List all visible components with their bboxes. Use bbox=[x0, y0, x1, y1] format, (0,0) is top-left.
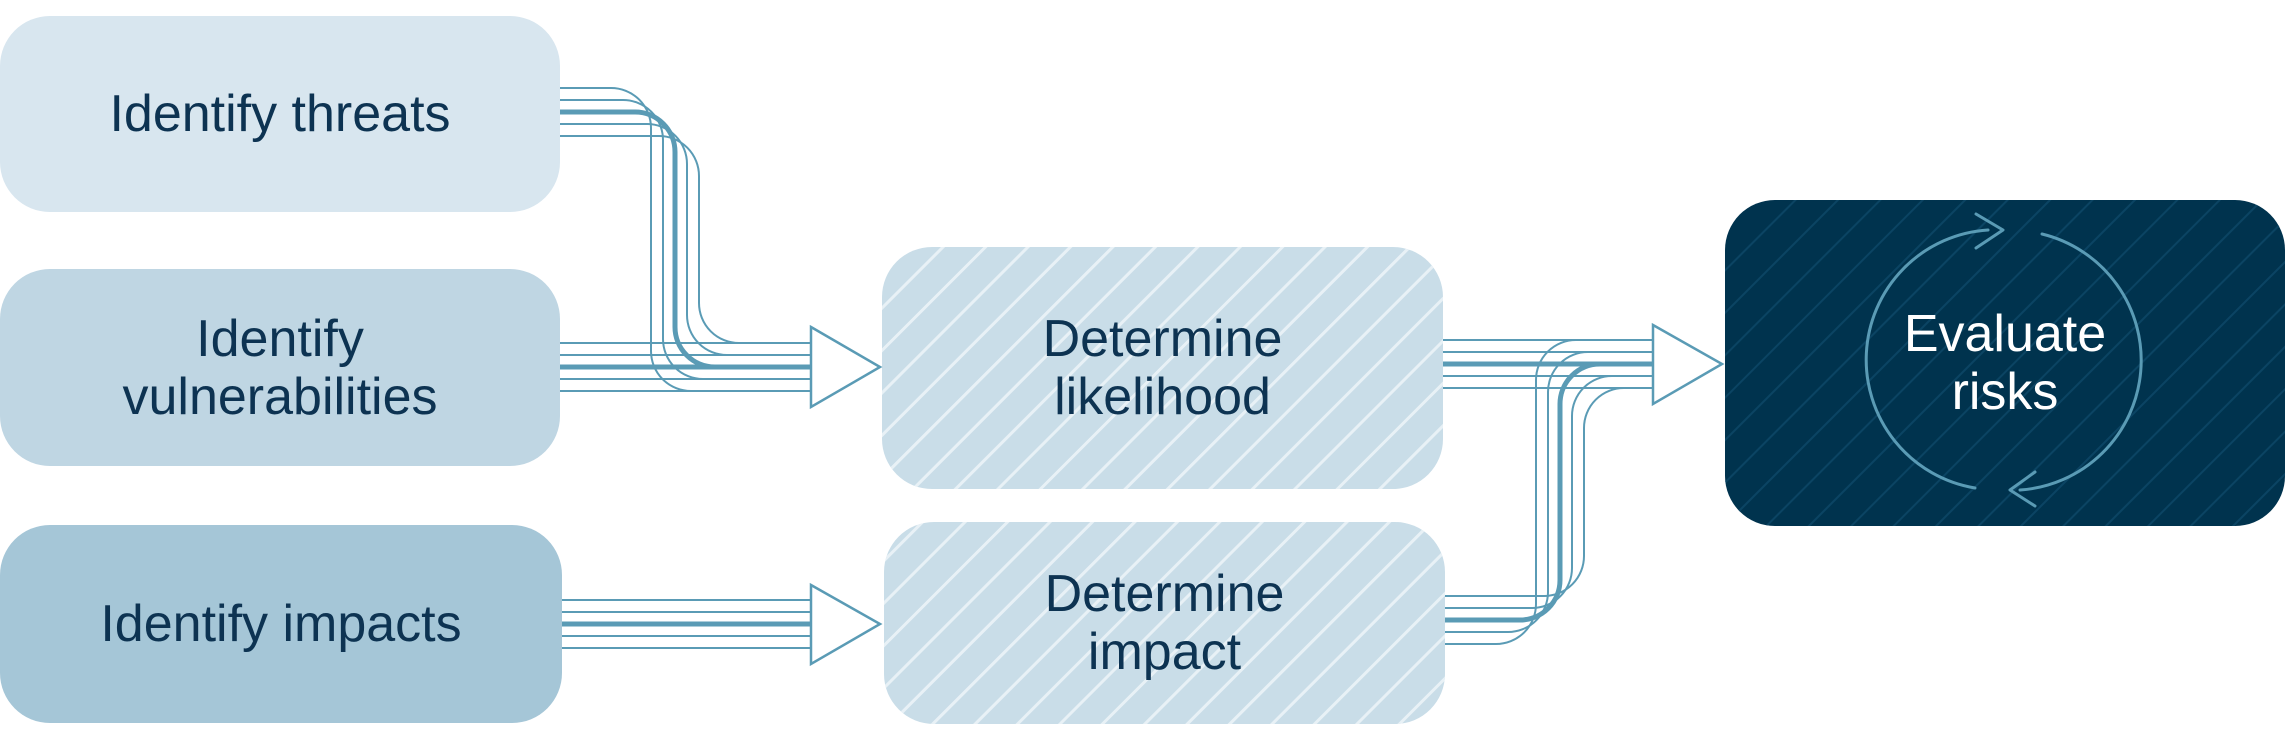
connector-line bbox=[560, 135, 811, 344]
connector-line bbox=[1445, 361, 1653, 623]
box-identify-vulnerabilities bbox=[0, 269, 560, 466]
impact-hatch bbox=[884, 522, 1445, 724]
box-identify-threats bbox=[0, 16, 560, 212]
circular-refresh-arrows-icon bbox=[1864, 212, 2143, 508]
connector-lines bbox=[560, 87, 1653, 649]
evaluate-hatch bbox=[1725, 200, 2285, 526]
connector-line bbox=[560, 99, 811, 380]
open-triangle-arrow-icon bbox=[809, 324, 883, 410]
connector-line bbox=[560, 87, 811, 392]
open-triangle-arrow-icon bbox=[1651, 322, 1725, 407]
open-triangle-arrow-icon bbox=[809, 582, 883, 667]
connector-line bbox=[1445, 351, 1653, 633]
connector-line bbox=[560, 123, 811, 356]
connector-line bbox=[1445, 375, 1653, 609]
likelihood-hatch bbox=[882, 247, 1443, 489]
box-identify-impacts bbox=[0, 525, 562, 723]
connector-line bbox=[1445, 339, 1653, 645]
connector-line bbox=[560, 109, 811, 370]
